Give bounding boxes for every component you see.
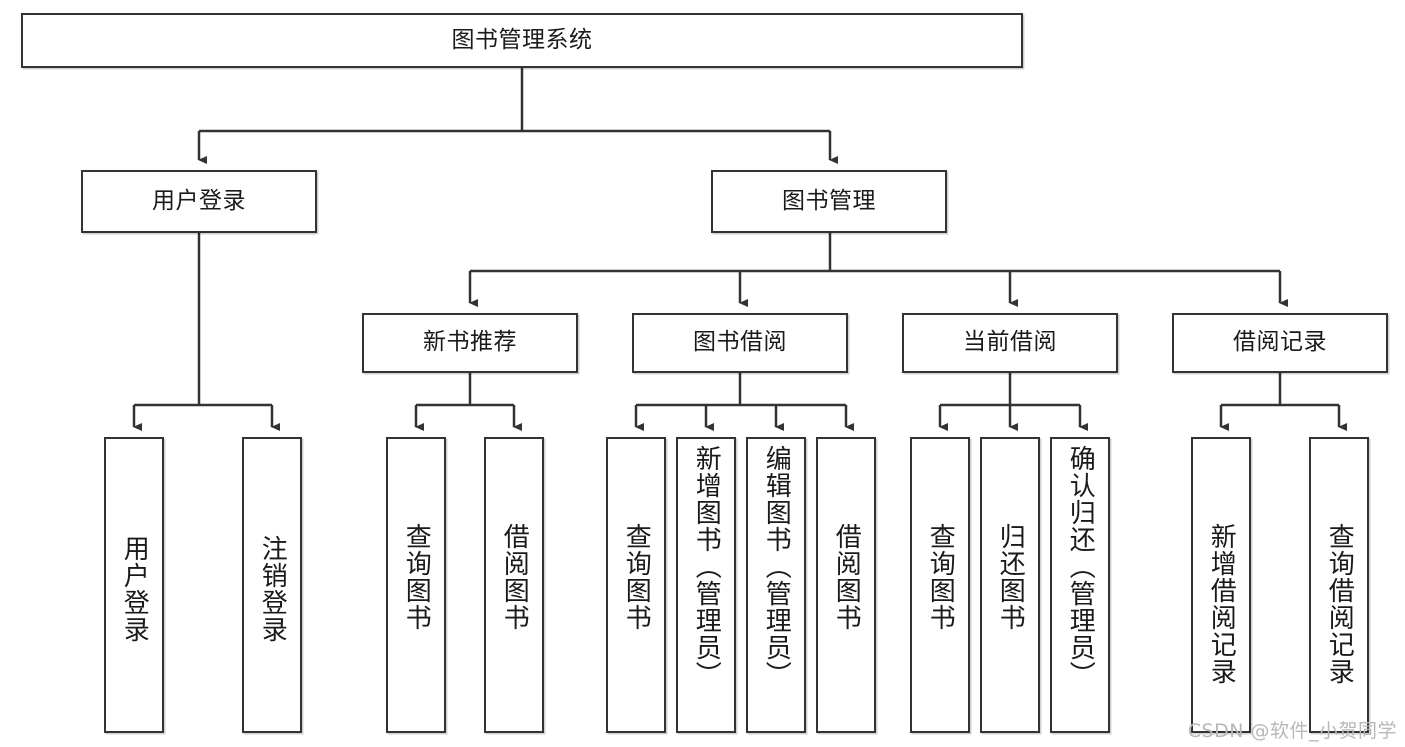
node-label: 新增借阅记录 [1206,523,1237,685]
node-label: 新增图书（管理员） [691,445,722,688]
node-leaf-return-book[interactable]: 归还图书 [980,437,1040,733]
node-label: 当前借阅 [963,329,1057,356]
node-label: 用户登录 [119,535,150,643]
node-book-management[interactable]: 图书管理 [711,170,947,233]
node-leaf-user-login[interactable]: 用户登录 [104,437,164,733]
node-label: 图书管理 [782,187,876,214]
node-root-book-management-system[interactable]: 图书管理系统 [21,13,1023,68]
node-leaf-borrow-book-recommend[interactable]: 借阅图书 [484,437,544,733]
node-leaf-add-borrow-record[interactable]: 新增借阅记录 [1191,437,1251,733]
node-label: 图书管理系统 [451,26,593,53]
node-label: 查询借阅记录 [1324,523,1355,685]
node-label: 新书推荐 [423,329,517,356]
csdn-watermark: CSDN @软件_小贺同学 [1187,720,1397,742]
node-label: 用户登录 [152,187,246,214]
node-label: 注销登录 [257,535,288,643]
node-borrow-record[interactable]: 借阅记录 [1172,313,1388,373]
node-leaf-edit-book-admin[interactable]: 编辑图书（管理员） [746,437,806,733]
node-book-borrow[interactable]: 图书借阅 [632,313,848,373]
node-label: 查询图书 [401,523,432,631]
node-label: 编辑图书（管理员） [761,445,792,688]
node-label: 图书借阅 [693,329,787,356]
node-leaf-query-borrow-record[interactable]: 查询借阅记录 [1309,437,1369,733]
node-leaf-query-book-current[interactable]: 查询图书 [910,437,970,733]
node-label: 借阅记录 [1233,329,1327,356]
node-leaf-add-book-admin[interactable]: 新增图书（管理员） [676,437,736,733]
node-label: 借阅图书 [831,523,862,631]
node-leaf-logout[interactable]: 注销登录 [242,437,302,733]
node-leaf-query-book-borrow[interactable]: 查询图书 [606,437,666,733]
node-label: 查询图书 [621,523,652,631]
node-new-book-recommend[interactable]: 新书推荐 [362,313,578,373]
node-label: 借阅图书 [499,523,530,631]
node-user-login[interactable]: 用户登录 [81,170,317,233]
node-label: 确认归还（管理员） [1065,445,1096,688]
node-label: 归还图书 [995,523,1026,631]
node-leaf-query-book-recommend[interactable]: 查询图书 [386,437,446,733]
node-current-borrow[interactable]: 当前借阅 [902,313,1118,373]
node-leaf-borrow-book[interactable]: 借阅图书 [816,437,876,733]
node-label: 查询图书 [925,523,956,631]
node-leaf-confirm-return-admin[interactable]: 确认归还（管理员） [1050,437,1110,733]
